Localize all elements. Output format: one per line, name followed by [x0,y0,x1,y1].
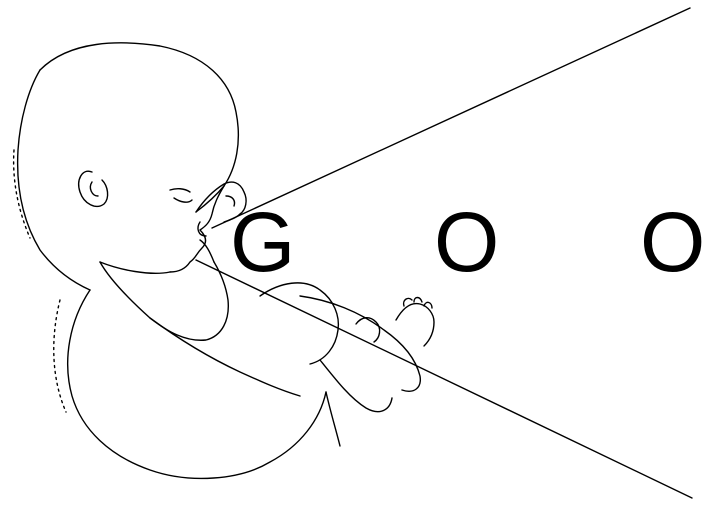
forearm [200,240,214,262]
knee [320,360,392,412]
chin-fold [100,262,170,273]
belly [150,318,300,396]
back-outline [68,290,326,478]
head-outline [40,43,238,212]
ear-inner [90,182,98,196]
letter-g: G [230,200,295,284]
lower-body [326,392,340,446]
letter-o-second: O [640,200,705,284]
letter-o-first: O [434,200,499,284]
eyebrow [170,189,190,192]
closed-eye [174,198,192,202]
ear [79,171,108,206]
foot [396,304,434,346]
body-dotted [54,300,66,412]
face-profile [170,186,224,272]
